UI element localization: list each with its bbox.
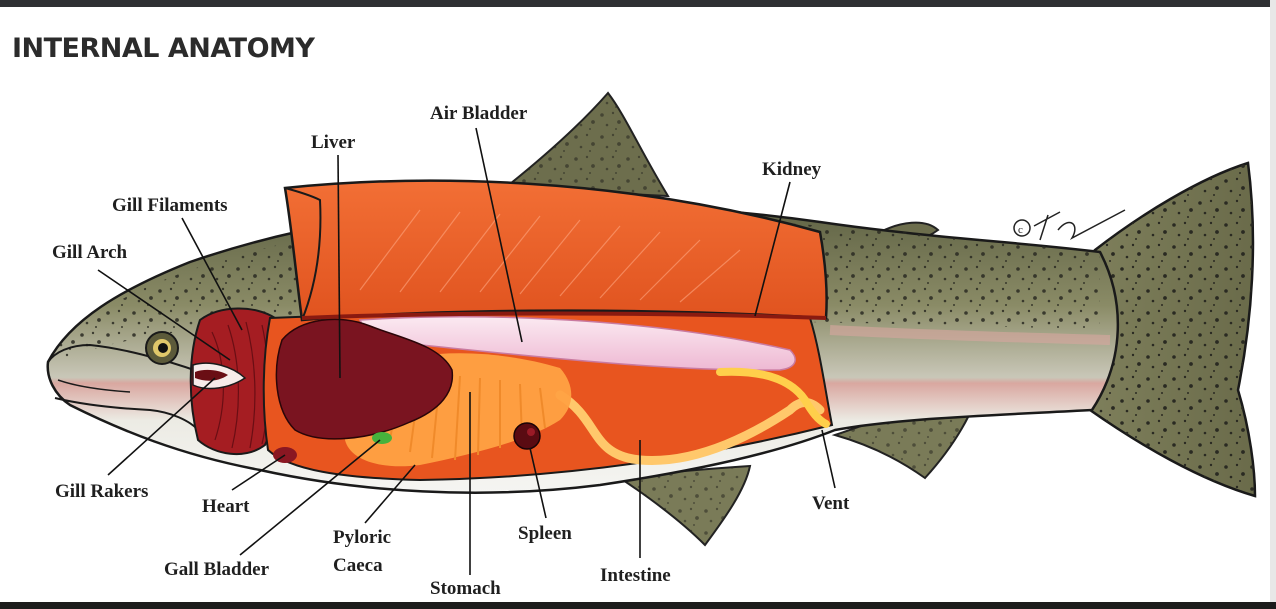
svg-text:c: c <box>1018 224 1023 236</box>
label-spleen: Spleen <box>518 523 572 544</box>
label-gill-arch: Gill Arch <box>52 242 128 263</box>
label-stomach: Stomach <box>430 578 501 599</box>
dorsal-fin <box>505 93 668 196</box>
label-liver: Liver <box>311 132 356 153</box>
flesh-flap <box>285 181 827 320</box>
label-gall-bladder: Gall Bladder <box>164 559 270 580</box>
spleen <box>514 423 540 449</box>
label-air-bladder: Air Bladder <box>430 103 528 124</box>
gall-bladder <box>372 432 392 444</box>
label-heart: Heart <box>202 496 250 517</box>
label-caeca: Caeca <box>333 555 383 576</box>
label-gill-rakers: Gill Rakers <box>55 481 148 502</box>
artist-signature: c <box>1014 210 1125 240</box>
label-intestine: Intestine <box>600 565 671 586</box>
label-vent: Vent <box>812 493 850 514</box>
label-pyloric: Pyloric <box>333 527 391 548</box>
label-kidney: Kidney <box>762 159 822 180</box>
label-gill-filaments: Gill Filaments <box>112 195 228 216</box>
